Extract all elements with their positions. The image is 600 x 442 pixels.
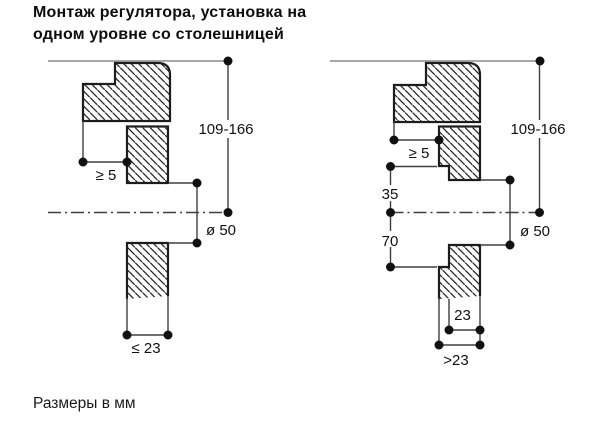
dimension-dot xyxy=(535,208,544,217)
dim-clearance-left: ≥ 5 xyxy=(78,121,132,184)
label-mask xyxy=(193,120,260,138)
dimension-dot xyxy=(434,135,444,145)
dimension-dot xyxy=(192,178,202,188)
label-mask xyxy=(377,231,404,247)
clearance-label: ≥ 5 xyxy=(96,167,117,184)
dimension-dot xyxy=(386,162,395,171)
dimension-dot xyxy=(444,325,454,335)
dim-height-range-left: 109-166 xyxy=(193,56,260,217)
height-range-label: 109-166 xyxy=(510,121,565,138)
dimension-dot xyxy=(475,340,485,350)
dimension-dot xyxy=(163,330,173,340)
dimension-dot xyxy=(505,240,515,250)
panel-thickness-label: ≤ 23 xyxy=(131,340,160,357)
diameter-label: ø 50 xyxy=(206,222,236,239)
label-mask xyxy=(377,185,404,201)
units-note: Размеры в мм xyxy=(33,395,136,412)
panel-thickness-label: >23 xyxy=(443,352,468,369)
dim-diameter-left: ø 50 xyxy=(168,178,236,248)
diameter-label: ø 50 xyxy=(520,223,550,240)
worktop-section xyxy=(81,61,172,123)
diagram-right: 109-166 ≥ 5 35 70 xyxy=(330,56,572,369)
dimension-dot xyxy=(122,157,132,167)
dimension-dot xyxy=(386,208,395,217)
dim-height-range-right: 109-166 xyxy=(505,56,572,217)
dimension-dot xyxy=(434,340,444,350)
dimension-dot xyxy=(386,262,395,272)
lower-section-border xyxy=(437,243,482,299)
dimension-dot xyxy=(122,330,132,340)
lower-offset-label: 70 xyxy=(382,233,399,250)
height-range-label: 109-166 xyxy=(198,121,253,138)
page-title: Монтаж регулятора, установка на одном ур… xyxy=(33,2,306,46)
regulator-upper-section xyxy=(437,125,482,182)
upper-offset-label: 35 xyxy=(382,186,399,203)
dimension-dot xyxy=(535,56,545,66)
dimension-dot xyxy=(475,325,485,335)
dim-clearance-right: ≥ 5 xyxy=(389,122,444,162)
dimension-dot xyxy=(192,238,202,248)
page-title-line1: Монтаж регулятора, установка на xyxy=(33,4,307,21)
regulator-lower-section xyxy=(125,241,170,335)
dimension-dot xyxy=(389,135,399,145)
page-title-line2: одном уровне со столешницей xyxy=(33,26,284,43)
lower-section-hatch xyxy=(439,245,480,299)
label-mask xyxy=(505,120,572,138)
diagram-left: 109-166 ≥ 5 ø 50 xyxy=(48,56,260,357)
lower-section-border xyxy=(125,241,170,299)
lower-section-hatch xyxy=(127,243,168,299)
dimension-dot xyxy=(223,56,233,66)
worktop-section xyxy=(392,61,482,124)
dim-panel-thickness-left: ≤ 23 xyxy=(122,330,173,357)
regulator-lower-section xyxy=(437,243,482,345)
dimension-dot xyxy=(223,208,233,217)
clearance-label: ≥ 5 xyxy=(409,145,430,162)
dim-panel-thickness-right: >23 xyxy=(434,340,485,369)
dim-offset-chain: 35 70 xyxy=(377,162,437,272)
dimension-dot xyxy=(78,157,88,167)
regulator-upper-section xyxy=(125,125,170,185)
dim-cutout-width: 23 xyxy=(444,307,485,335)
dimension-dot xyxy=(505,175,515,185)
dim-diameter-right: ø 50 xyxy=(480,175,550,250)
cutout-width-label: 23 xyxy=(454,307,471,324)
